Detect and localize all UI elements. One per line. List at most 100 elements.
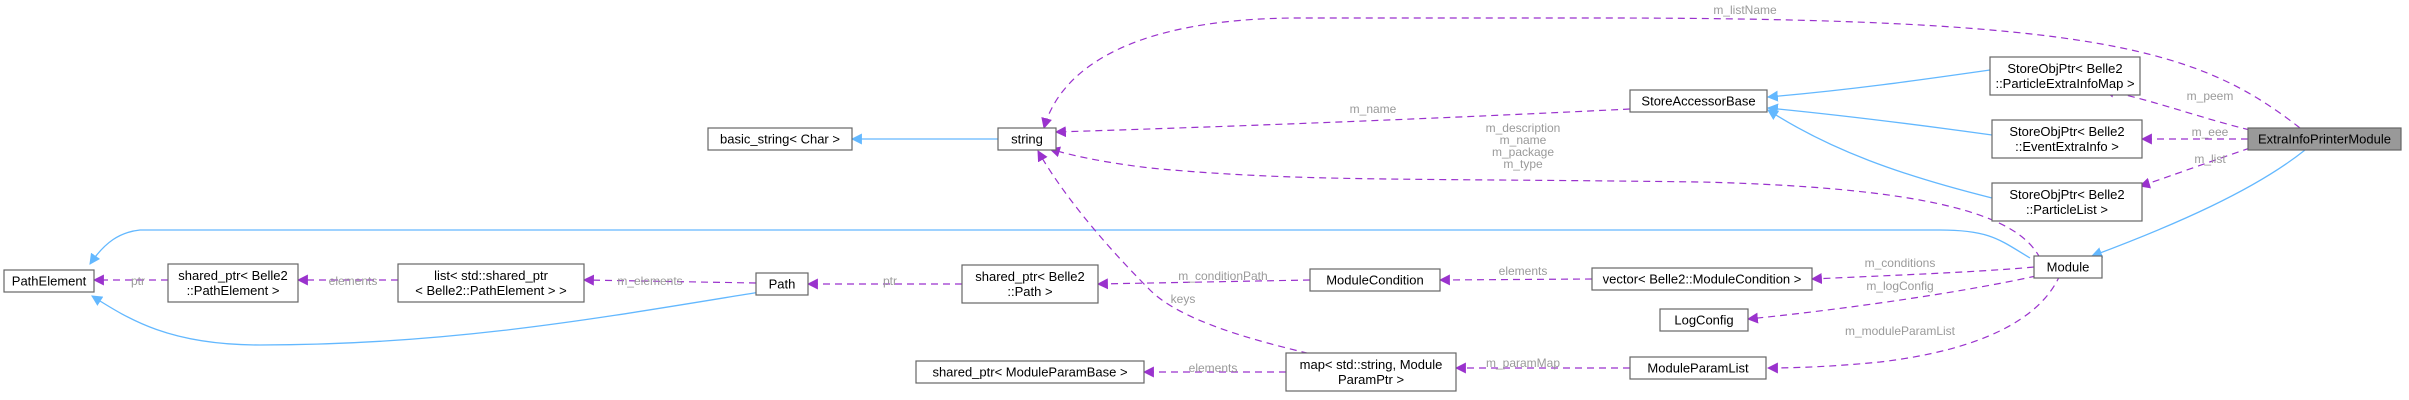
edge-label-line: m_elements xyxy=(617,274,682,288)
node-box xyxy=(1629,356,1767,380)
node-string[interactable]: string xyxy=(997,127,1057,151)
node-box xyxy=(397,263,585,303)
edge-label-line: m_moduleParamList xyxy=(1845,324,1956,338)
node-label-line: StoreObjPtr< Belle2 xyxy=(2009,124,2124,139)
edge-label-m-conditionpath: m_conditionPath xyxy=(1178,269,1267,283)
node-box xyxy=(1285,352,1457,392)
edge-label-line: m_name xyxy=(1350,102,1397,116)
node-label-line: ExtraInfoPrinterModule xyxy=(2258,132,2391,147)
node-label-line: ::Path > xyxy=(1007,284,1052,299)
edge-module-uses-logconfig xyxy=(1746,275,2037,324)
edge-label-line: ptr xyxy=(131,274,145,288)
node-storeobjptr-eventextrainfo[interactable]: StoreObjPtr< Belle2::EventExtraInfo > xyxy=(1991,119,2143,159)
node-storeobjptr-particleextrainfomap[interactable]: StoreObjPtr< Belle2::ParticleExtraInfoMa… xyxy=(1989,56,2141,96)
edge-label-elements-list: elements xyxy=(329,274,378,288)
node-box xyxy=(1629,89,1768,113)
node-vector-modulecondition[interactable]: vector< Belle2::ModuleCondition > xyxy=(1591,267,1813,291)
node-module[interactable]: Module xyxy=(2033,255,2103,279)
node-box xyxy=(915,360,1145,384)
node-box xyxy=(1659,308,1749,332)
node-box xyxy=(2033,255,2103,279)
node-shared-ptr-moduleparambase[interactable]: shared_ptr< ModuleParamBase > xyxy=(915,360,1145,384)
node-pathelement[interactable]: PathElement xyxy=(3,269,95,293)
node-storeaccessorbase[interactable]: StoreAccessorBase xyxy=(1629,89,1768,113)
edge-particlelist-inherits-storeaccessorbase xyxy=(1767,109,1993,199)
edge-label-m-moduleparamlist: m_moduleParamList xyxy=(1845,324,1956,338)
edge-path-inherits-pathelement xyxy=(91,291,761,346)
edge-module-uses-moduleparamlist xyxy=(1766,274,2061,374)
node-box xyxy=(997,127,1057,151)
node-basic-string[interactable]: basic_string< Char > xyxy=(707,127,853,151)
edge-vectormodulecondition-uses-modulecondition xyxy=(1438,274,1593,286)
edge-label-line: elements xyxy=(1189,361,1238,375)
node-list-shared-ptr[interactable]: list< std::shared_ptr< Belle2::PathEleme… xyxy=(397,263,585,303)
edge-label-m-name-storeaccessorbase: m_name xyxy=(1350,102,1397,116)
edge-label-line: m_listName xyxy=(1713,3,1777,17)
node-modulecondition[interactable]: ModuleCondition xyxy=(1309,268,1441,292)
edge-label-line: m_eee xyxy=(2192,125,2229,139)
node-label-line: vector< Belle2::ModuleCondition > xyxy=(1603,272,1802,287)
edge-module-uses-vectormodulecondition xyxy=(1810,266,2035,285)
edge-label-m-eee: m_eee xyxy=(2192,125,2229,139)
node-box xyxy=(755,272,809,296)
node-label-line: StoreObjPtr< Belle2 xyxy=(2009,187,2124,202)
node-box xyxy=(1991,182,2143,222)
node-label-line: Module xyxy=(2047,260,2090,275)
node-label-line: Path xyxy=(769,277,796,292)
edge-particleextrainfomap-inherits-storeaccessorbase xyxy=(1766,69,1991,102)
node-shared-ptr-path[interactable]: shared_ptr< Belle2::Path > xyxy=(961,264,1099,304)
edge-label-line: m_conditions xyxy=(1865,256,1936,270)
edge-label-line: ptr xyxy=(883,274,897,288)
edge-label-line: m_description xyxy=(1486,121,1561,135)
node-extrainfoprintermodule[interactable]: ExtraInfoPrinterModule xyxy=(2247,127,2402,151)
node-label-line: map< std::string, Module xyxy=(1300,357,1443,372)
edge-label-m-listname: m_listName xyxy=(1713,3,1777,17)
node-label-line: ParamPtr > xyxy=(1338,372,1404,387)
edge-label-line: m_package xyxy=(1492,145,1554,159)
node-box xyxy=(167,263,299,303)
node-label-line: StoreObjPtr< Belle2 xyxy=(2007,61,2122,76)
node-label-line: PathElement xyxy=(12,274,87,289)
node-storeobjptr-particlelist[interactable]: StoreObjPtr< Belle2::ParticleList > xyxy=(1991,182,2143,222)
node-moduleparamlist[interactable]: ModuleParamList xyxy=(1629,356,1767,380)
node-label-line: < Belle2::PathElement > > xyxy=(415,283,566,298)
node-logconfig[interactable]: LogConfig xyxy=(1659,308,1749,332)
edge-label-m-logconfig: m_logConfig xyxy=(1866,279,1933,293)
edge-label-line: m_conditionPath xyxy=(1178,269,1267,283)
node-label-line: basic_string< Char > xyxy=(720,132,840,147)
edge-label-line: keys xyxy=(1171,292,1196,306)
node-path[interactable]: Path xyxy=(755,272,809,296)
node-label-line: list< std::shared_ptr xyxy=(434,268,548,283)
node-box xyxy=(2247,127,2402,151)
node-label-line: shared_ptr< Belle2 xyxy=(975,269,1085,284)
edge-path-uses-listsharedptr xyxy=(582,274,757,286)
edge-label-line: m_type xyxy=(1503,157,1543,171)
node-label-line: ::PathElement > xyxy=(187,283,280,298)
node-label-line: string xyxy=(1011,132,1043,147)
edge-module-inherits-pathelement xyxy=(89,229,2031,265)
edge-mapstring-uses-string-keys xyxy=(1037,150,1321,357)
edge-label-line: elements xyxy=(1499,264,1548,278)
edge-extrainfoprinter-uses-particlelist xyxy=(2138,147,2251,189)
edge-extrainfoprinter-inherits-module xyxy=(2090,149,2306,258)
node-label-line: ::EventExtraInfo > xyxy=(2015,139,2119,154)
edge-label-line: m_paramMap xyxy=(1486,356,1560,370)
edge-label-m-list: m_list xyxy=(2194,152,2226,166)
node-shared-ptr-pathelement[interactable]: shared_ptr< Belle2::PathElement > xyxy=(167,263,299,303)
node-box xyxy=(707,127,853,151)
edge-label-elements-map: elements xyxy=(1189,361,1238,375)
edge-label-ptr-path: ptr xyxy=(883,274,897,288)
node-label-line: ModuleCondition xyxy=(1326,273,1424,288)
node-box xyxy=(1989,56,2141,96)
edge-eventextrainfo-inherits-storeaccessorbase xyxy=(1766,103,1993,136)
edge-label-m-parammap: m_paramMap xyxy=(1486,356,1560,370)
edge-label-line: m_name xyxy=(1500,133,1547,147)
edge-label-m-elements: m_elements xyxy=(617,274,682,288)
node-label-line: LogConfig xyxy=(1674,313,1733,328)
edge-label-line: m_list xyxy=(2194,152,2226,166)
edge-label-keys: keys xyxy=(1171,292,1196,306)
node-box xyxy=(1991,119,2143,159)
